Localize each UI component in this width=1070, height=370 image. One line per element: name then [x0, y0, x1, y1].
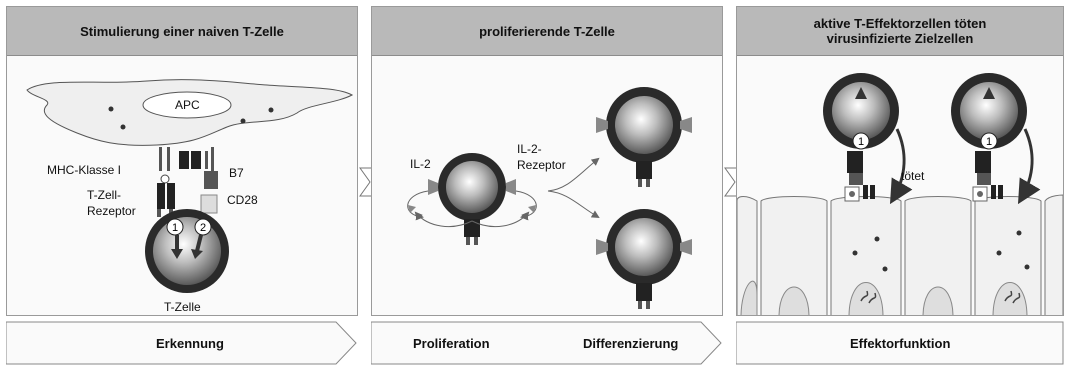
cd28-label: CD28 — [227, 193, 258, 207]
il2-label: IL-2 — [410, 157, 431, 171]
signal-1-label: 1 — [858, 136, 864, 148]
mhc-label: MHC-Klasse I — [47, 163, 122, 177]
apc-nucleus — [142, 91, 232, 119]
panel-title-line1: aktive T-Effektorzellen töten — [813, 16, 987, 31]
panel-proliferation: proliferierende T-Zelle — [371, 6, 723, 316]
signal-1-label: 1 — [986, 136, 992, 148]
tcr-label-line2: Rezeptor — [87, 204, 136, 218]
il2r-label-line2: Rezeptor — [517, 158, 566, 172]
proliferation-illustration — [407, 87, 692, 309]
apc-label: APC — [175, 98, 200, 112]
stage-effector-label: Effektorfunktion — [850, 335, 951, 351]
stage-recognition-label: Erkennung — [156, 335, 224, 351]
effector-illustration: 1 1 — [737, 73, 1063, 315]
panel-title-line2: virusinfizierte Zielzellen — [826, 31, 974, 46]
stage-effector-function: Effektorfunktion — [736, 320, 1064, 366]
panel-title: aktive T-Effektorzellen töten virusinfiz… — [737, 7, 1063, 56]
panel-title: Stimulierung einer naiven T-Zelle — [7, 7, 357, 56]
stage-proliferation-label: Proliferation — [413, 335, 490, 351]
panel-effector: aktive T-Effektorzellen töten virusinfiz… — [736, 6, 1064, 316]
panel-title: proliferierende T-Zelle — [372, 7, 722, 56]
tcell-label: T-Zelle — [164, 300, 201, 314]
signal-1-label: 1 — [172, 222, 178, 234]
b7-label: B7 — [229, 166, 244, 180]
tcr-label-line1: T-Zell- — [87, 188, 121, 202]
stimulation-illustration: 1 2 — [26, 79, 354, 293]
stage-proliferation-differentiation: Proliferation Differenzierung — [371, 320, 723, 366]
kills-label: tötet — [901, 169, 925, 183]
panel-stimulation: Stimulierung einer naiven T-Zelle 1 2 — [6, 6, 358, 316]
stage-differentiation-label: Differenzierung — [583, 335, 679, 351]
il2r-label-line1: IL-2- — [517, 142, 542, 156]
signal-2-label: 2 — [200, 222, 206, 234]
stage-recognition: Erkennung — [6, 320, 358, 366]
